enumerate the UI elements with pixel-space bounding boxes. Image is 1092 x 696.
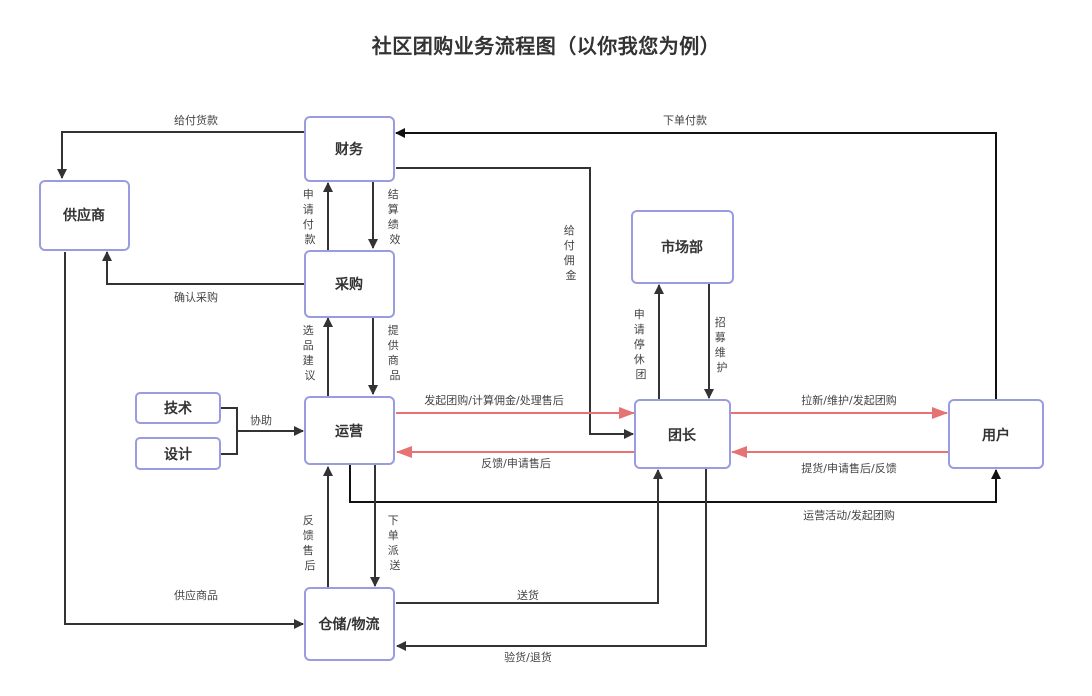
edge-purchase-to-supplier <box>102 251 305 285</box>
node-market[interactable]: 市场部 <box>631 210 734 284</box>
edge-label-select-suggest: 选 品 建 议 <box>303 324 318 382</box>
diagram-title: 社区团购业务流程图（以你我您为例） <box>371 34 721 58</box>
node-finance-label: 财务 <box>334 141 364 158</box>
edge-tech-bracket <box>221 407 238 455</box>
node-tech[interactable]: 技术 <box>135 392 221 424</box>
edge-label-leader-to-ops: 反馈/申请售后 <box>481 456 551 470</box>
edge-label-order-pay: 下单付款 <box>663 113 707 127</box>
edge-label-order-dispatch: 下 单 派 送 <box>388 514 403 572</box>
node-warehouse-label: 仓储/物流 <box>317 616 379 633</box>
edge-finance-to-supplier <box>57 131 305 179</box>
edge-label-apply-pause: 申 请 停 休 团 <box>634 308 649 381</box>
edge-label-recruit-maintain: 招 募 维 护 <box>715 315 730 374</box>
node-supplier-label: 供应商 <box>62 207 105 224</box>
edge-label-deliver: 送货 <box>517 588 539 602</box>
node-design-label: 设计 <box>164 446 192 463</box>
node-user-label: 用户 <box>982 427 1010 444</box>
edge-ops-to-user <box>349 465 1001 503</box>
node-leader-label: 团长 <box>668 427 697 444</box>
edge-label-leader-to-user: 拉新/维护/发起团购 <box>801 393 896 407</box>
edge-label-ops-to-user: 运营活动/发起团购 <box>803 508 895 522</box>
edge-label-user-to-leader: 提货/申请售后/反馈 <box>801 461 896 475</box>
node-operations[interactable]: 运营 <box>304 396 395 465</box>
node-supplier[interactable]: 供应商 <box>39 180 130 251</box>
edge-supplier-to-warehouse <box>64 252 304 629</box>
edge-user-to-finance <box>395 128 997 400</box>
node-finance[interactable]: 财务 <box>304 116 395 182</box>
edge-label-assist: 协助 <box>250 413 272 427</box>
node-user[interactable]: 用户 <box>948 399 1044 469</box>
edge-label-pay-goods: 给付货款 <box>174 113 218 127</box>
edge-label-inspect-return: 验货/退货 <box>504 650 552 664</box>
node-tech-label: 技术 <box>164 400 192 417</box>
edge-label-ops-to-leader: 发起团购/计算佣金/处理售后 <box>424 393 563 407</box>
edge-label-apply-payment: 申 请 付 款 <box>303 188 318 246</box>
edge-label-provide-goods: 提 供 商 品 <box>388 324 403 382</box>
node-operations-label: 运营 <box>335 423 363 440</box>
edge-label-supply-goods: 供应商品 <box>174 588 218 602</box>
edge-label-pay-commission: 给 付 佣 金 <box>564 224 579 282</box>
node-design[interactable]: 设计 <box>135 437 221 470</box>
node-purchase-label: 采购 <box>334 276 363 293</box>
edge-label-confirm-purchase: 确认采购 <box>174 290 218 304</box>
node-leader[interactable]: 团长 <box>634 399 731 469</box>
edge-label-settle-perf: 结 算 绩 效 <box>388 188 403 246</box>
edge-warehouse-to-leader <box>396 469 663 604</box>
edge-label-feedback-aftersale: 反 馈 售 后 <box>303 514 318 572</box>
node-market-label: 市场部 <box>661 239 703 256</box>
edge-leader-to-warehouse <box>396 469 707 651</box>
node-warehouse[interactable]: 仓储/物流 <box>304 587 395 661</box>
edge-finance-to-leader <box>396 167 634 439</box>
node-purchase[interactable]: 采购 <box>304 250 395 318</box>
